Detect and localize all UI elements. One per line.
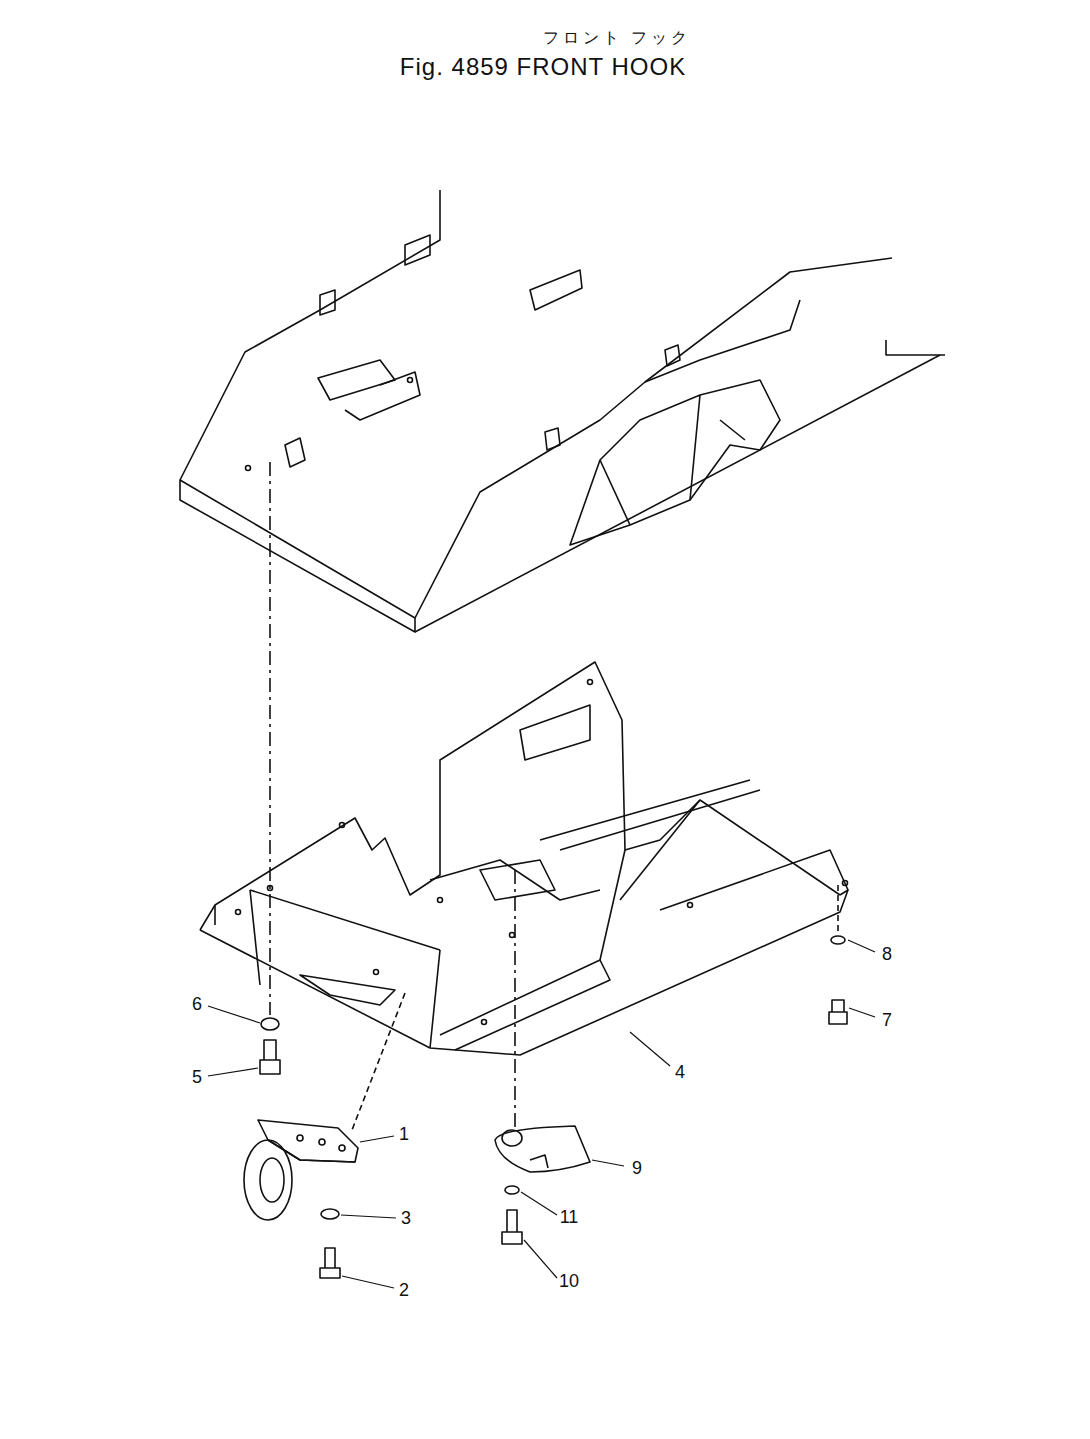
callout-number: 6: [192, 994, 202, 1015]
frame-drawing: [180, 190, 945, 632]
assembly-line: [837, 885, 839, 932]
callout-number: 10: [559, 1271, 579, 1292]
guard-drawing: [200, 662, 848, 1055]
leader-lines: [208, 940, 875, 1288]
assembly-line: [352, 993, 405, 1130]
assembly-line: [269, 462, 271, 1015]
callout-number: 5: [192, 1067, 202, 1088]
figure-title: Fig. 4859 FRONT HOOK: [400, 53, 686, 81]
japanese-title: フロント フック: [543, 28, 691, 49]
callout-number: 2: [399, 1280, 409, 1301]
callout-number: 11: [560, 1207, 579, 1228]
callout-number: 4: [675, 1062, 685, 1083]
hook-part: [244, 1120, 358, 1220]
callout-number: 3: [401, 1208, 411, 1229]
callout-number: 7: [882, 1010, 892, 1031]
callout-number: 8: [882, 944, 892, 965]
fasteners: [260, 936, 847, 1278]
callout-number: 9: [632, 1158, 642, 1179]
callout-number: 1: [399, 1124, 409, 1145]
